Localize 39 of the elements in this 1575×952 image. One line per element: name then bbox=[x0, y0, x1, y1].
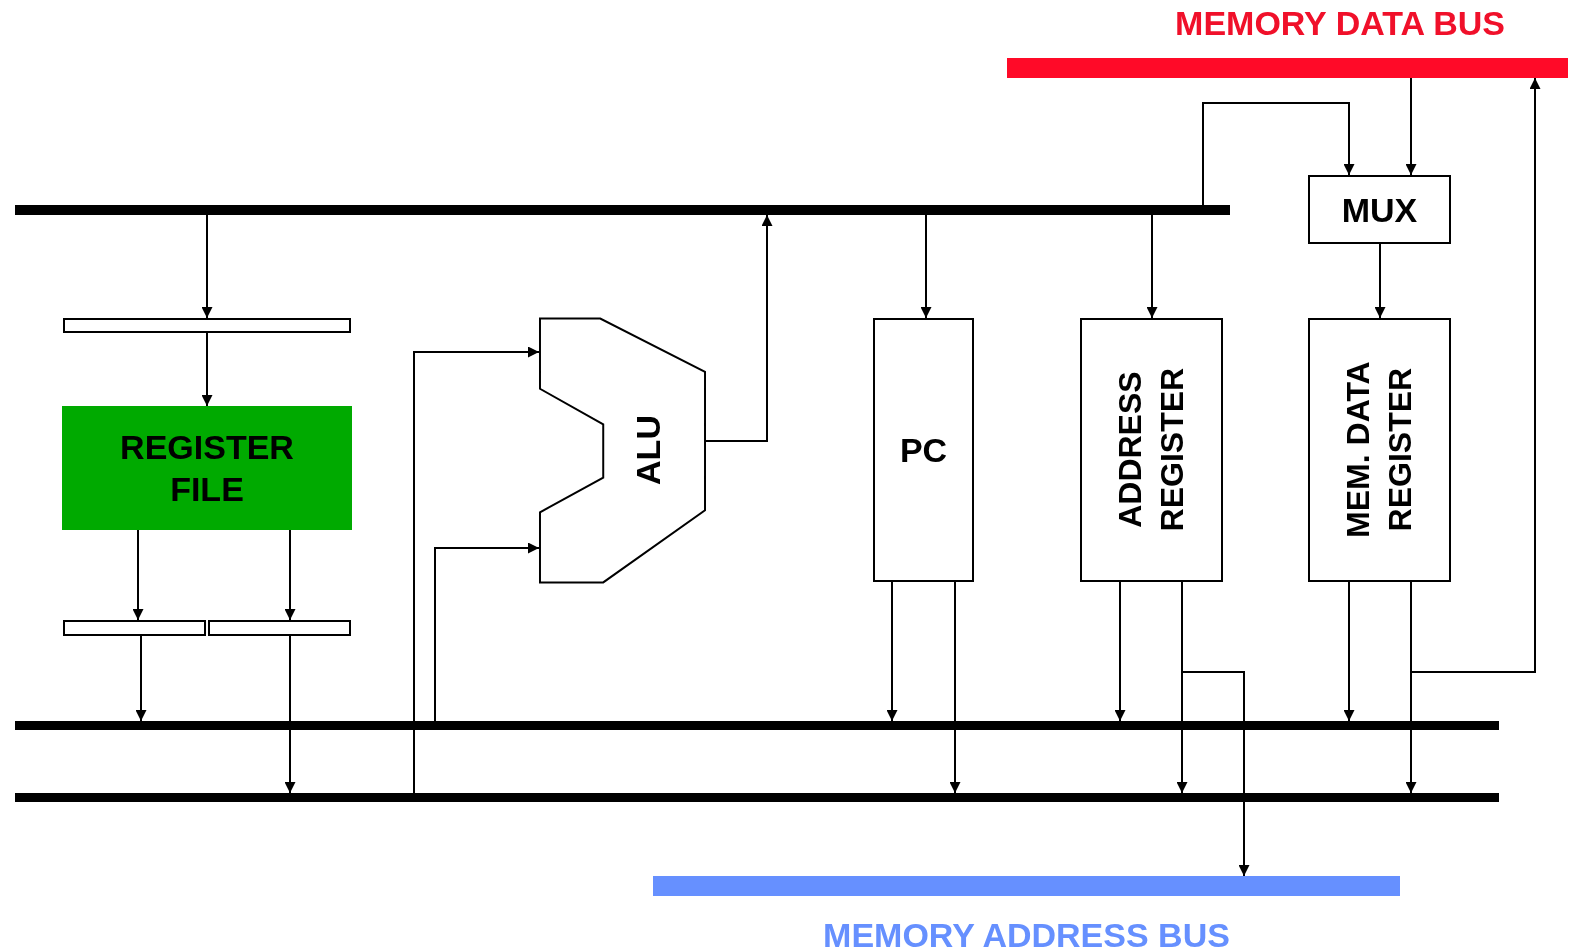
arrow bbox=[920, 214, 932, 319]
latch-register bbox=[63, 318, 351, 333]
arrow bbox=[705, 214, 773, 442]
register-box bbox=[1308, 175, 1451, 244]
arrow bbox=[1410, 77, 1541, 673]
arrow bbox=[132, 529, 144, 621]
arrow bbox=[1202, 102, 1355, 206]
arrow bbox=[135, 635, 147, 722]
alu-label: ALU bbox=[631, 415, 665, 485]
bus-label: MEMORY ADDRESS BUS bbox=[823, 918, 1230, 952]
arrow bbox=[949, 581, 961, 794]
latch-register bbox=[63, 620, 206, 636]
arrow bbox=[201, 214, 213, 319]
bus-bar bbox=[15, 205, 1230, 215]
bus-label: MEMORY DATA BUS bbox=[1175, 6, 1505, 40]
register-box bbox=[1308, 318, 1451, 582]
register-box bbox=[873, 318, 974, 582]
arrow bbox=[1181, 581, 1250, 877]
register-file-block bbox=[62, 406, 352, 530]
register-label: PC bbox=[899, 433, 948, 467]
arrow bbox=[886, 581, 898, 722]
arrow bbox=[1374, 243, 1386, 319]
arrow bbox=[1146, 214, 1158, 319]
register-label: MUX bbox=[1341, 192, 1418, 227]
arrow bbox=[434, 542, 540, 722]
arrow bbox=[1405, 77, 1417, 176]
latch-register bbox=[208, 620, 351, 636]
bus-bar bbox=[15, 793, 1499, 802]
arrow bbox=[1114, 581, 1126, 722]
bus-bar bbox=[15, 721, 1499, 730]
arrow bbox=[413, 346, 540, 794]
arrow bbox=[284, 529, 296, 621]
register-label: ADDRESS REGISTER bbox=[1110, 367, 1191, 534]
arrow bbox=[1343, 581, 1355, 722]
block-label: REGISTER FILE bbox=[119, 426, 295, 510]
arrow bbox=[284, 635, 296, 794]
register-box bbox=[1080, 318, 1223, 582]
register-label: MEM. DATA REGISTER bbox=[1338, 360, 1419, 541]
arrow bbox=[201, 332, 213, 407]
